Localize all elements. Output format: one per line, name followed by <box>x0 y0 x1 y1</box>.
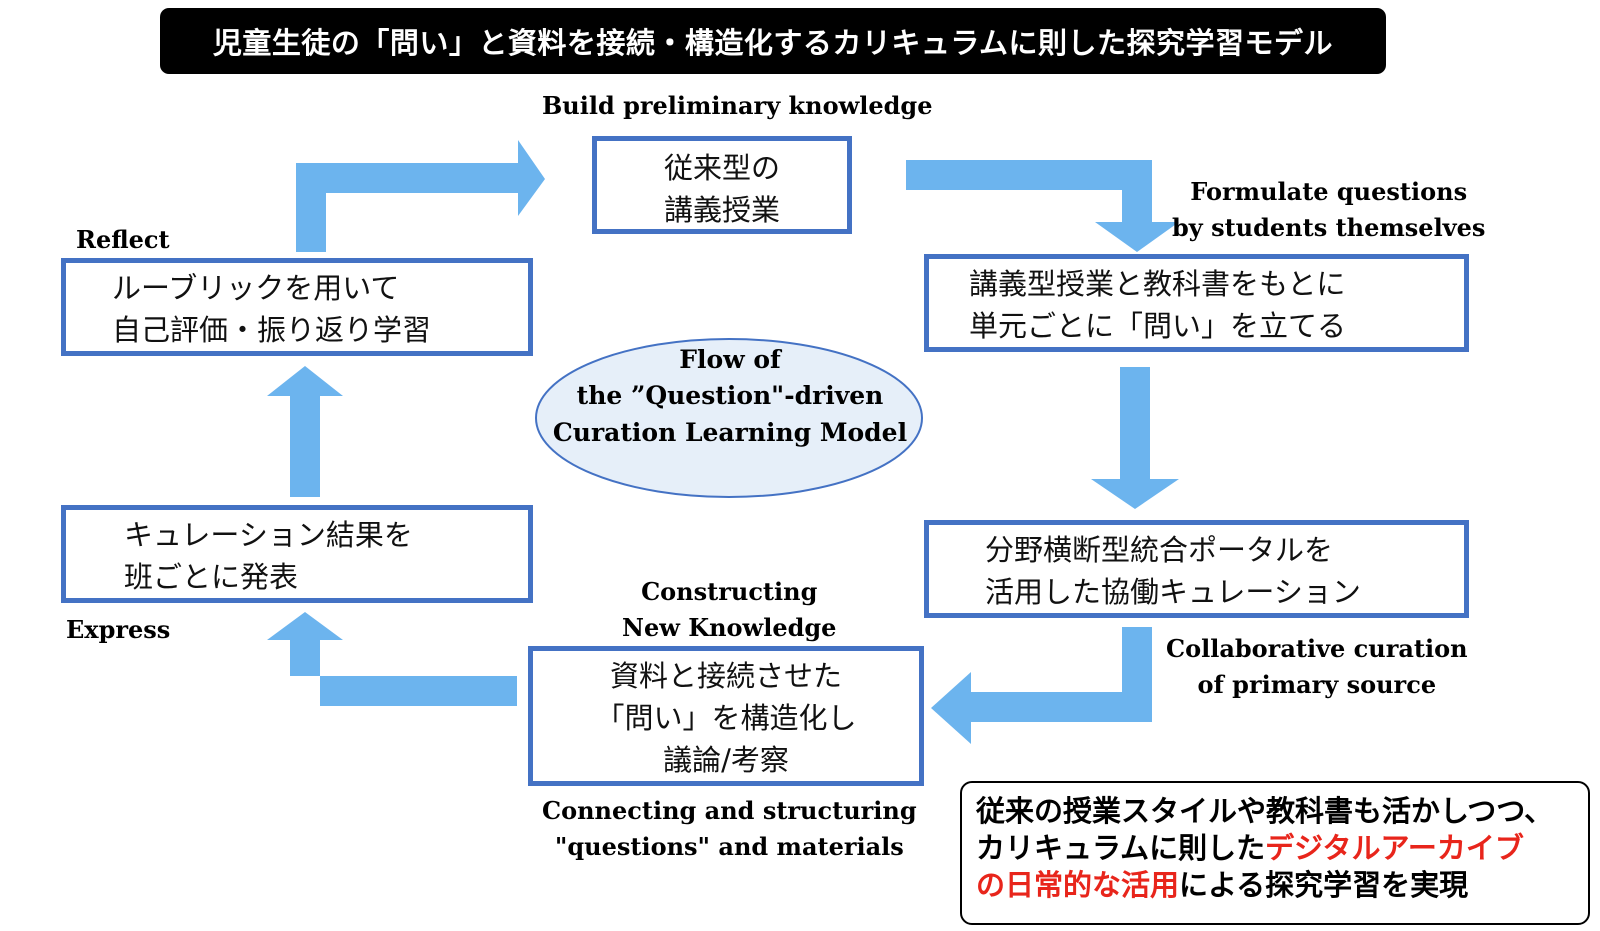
label-formulate: Formulate questions by students themselv… <box>1172 177 1486 242</box>
note-line-1: 従来の授業スタイルや教科書も活かしつつ、 <box>976 794 1554 828</box>
arrow-build-to-formulate <box>906 160 1179 252</box>
summary-note: 従来の授業スタイルや教科書も活かしつつ、 カリキュラムに則したデジタルアーカイブ… <box>960 781 1590 925</box>
note-line-3-text: による探究学習を実現 <box>1179 868 1469 903</box>
box-curation: 分野横断型統合ポータルを 活用した協働キュレーション <box>924 520 1469 618</box>
diagram-title: 児童生徒の「問い」と資料を接続・構造化するカリキュラムに則した探究学習モデル <box>212 26 1334 60</box>
box-construct: 資料と接続させた 「問い」を構造化し 議論/考察 <box>528 646 924 786</box>
box-formulate: 講義型授業と教科書をもとに 単元ごとに「問い」を立てる <box>924 254 1469 352</box>
box-lecture: 従来型の 講義授業 <box>592 136 852 234</box>
note-line-2-text: カリキュラムに則した <box>976 831 1266 866</box>
arrow-construct-to-express <box>267 612 517 706</box>
label-express: Express <box>66 615 171 644</box>
label-connecting: Connecting and structuring "questions" a… <box>542 796 917 861</box>
box-reflect: ルーブリックを用いて 自己評価・振り返り学習 <box>61 258 533 356</box>
center-ellipse <box>535 338 923 498</box>
arrow-express-to-reflect <box>267 366 343 497</box>
label-constructing: Constructing New Knowledge <box>622 577 837 642</box>
label-reflect: Reflect <box>76 225 170 254</box>
box-express: キュレーション結果を 班ごとに発表 <box>61 505 533 603</box>
title-banner: 児童生徒の「問い」と資料を接続・構造化するカリキュラムに則した探究学習モデル <box>160 8 1386 74</box>
note-line-3: の日常的な活用による探究学習を実現 <box>976 867 1588 904</box>
center-label: Flow of the ”Question"-driven Curation L… <box>552 345 908 447</box>
note-line-3-highlight: の日常的な活用 <box>976 868 1180 903</box>
arrow-reflect-to-build <box>296 140 545 252</box>
label-build: Build preliminary knowledge <box>542 91 933 120</box>
label-curation: Collaborative curation of primary source <box>1166 634 1468 699</box>
note-line-2-highlight: デジタルアーカイブ <box>1265 831 1524 866</box>
arrow-formulate-to-curation <box>1091 367 1179 509</box>
arrow-curation-to-construct <box>931 627 1152 744</box>
note-line-2: カリキュラムに則したデジタルアーカイブ <box>976 830 1588 867</box>
